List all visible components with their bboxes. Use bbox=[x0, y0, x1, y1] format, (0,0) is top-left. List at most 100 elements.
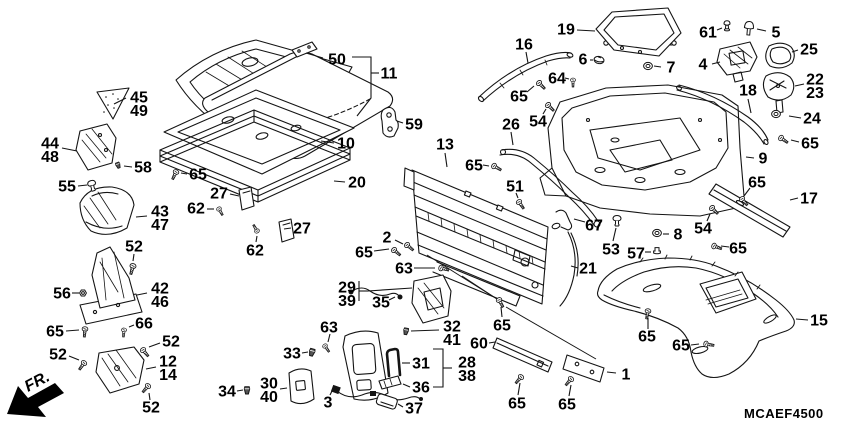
fastener-screw-icon bbox=[81, 326, 89, 338]
part-label-5: 5 bbox=[772, 25, 781, 42]
part-garnish-15 bbox=[596, 254, 795, 379]
part-label-61: 61 bbox=[699, 25, 717, 42]
part-label-52: 52 bbox=[125, 239, 143, 256]
part-label-52: 52 bbox=[162, 334, 180, 351]
fastener-screw-icon bbox=[250, 223, 261, 235]
fastener-screw-icon bbox=[494, 296, 506, 309]
part-label-27: 27 bbox=[293, 221, 311, 238]
part-label-54: 54 bbox=[694, 221, 712, 238]
part-label-10: 10 bbox=[337, 136, 355, 153]
part-label-63: 63 bbox=[395, 261, 413, 278]
fastener-screw-icon bbox=[215, 205, 226, 217]
part-label-65: 65 bbox=[801, 136, 819, 153]
part-lock-22-23 bbox=[762, 72, 795, 114]
part-label-62: 62 bbox=[187, 201, 205, 218]
part-label-59: 59 bbox=[405, 117, 423, 134]
part-label-51: 51 bbox=[506, 179, 524, 196]
part-label-31: 31 bbox=[412, 356, 430, 373]
part-label-65: 65 bbox=[493, 318, 511, 335]
part-label-50: 50 bbox=[328, 52, 346, 69]
part-label-33: 33 bbox=[283, 346, 301, 363]
part-label-63: 63 bbox=[320, 320, 338, 337]
fastener-screw-icon bbox=[513, 373, 526, 386]
part-label-37: 37 bbox=[405, 401, 423, 418]
part-label-17: 17 bbox=[800, 191, 818, 208]
part-pad-30-40 bbox=[288, 368, 315, 405]
part-label-65: 65 bbox=[189, 167, 207, 184]
part-label-20: 20 bbox=[348, 175, 366, 192]
fastener-screw-icon bbox=[534, 78, 548, 92]
part-label-7: 7 bbox=[667, 60, 676, 77]
part-lid-seal-20 bbox=[159, 109, 351, 203]
part-label-27: 27 bbox=[210, 186, 228, 203]
part-label-15: 15 bbox=[810, 313, 828, 330]
part-label-21: 21 bbox=[579, 261, 597, 278]
fastener-donut-icon bbox=[771, 109, 781, 119]
fastener-screw-icon bbox=[140, 382, 153, 395]
part-label-11: 11 bbox=[381, 66, 398, 83]
part-label-18: 18 bbox=[739, 83, 757, 100]
part-hook-67 bbox=[551, 209, 573, 231]
part-label-65: 65 bbox=[748, 175, 766, 192]
fastener-screw-icon bbox=[76, 359, 89, 372]
part-label-8: 8 bbox=[674, 227, 683, 244]
part-label-60: 60 bbox=[470, 336, 488, 353]
part-label-66: 66 bbox=[135, 316, 153, 333]
part-label-65: 65 bbox=[465, 158, 483, 175]
part-label-56: 56 bbox=[53, 286, 71, 303]
part-label-2: 2 bbox=[383, 230, 392, 247]
part-label-65: 65 bbox=[46, 324, 64, 341]
part-label-24: 24 bbox=[803, 111, 821, 128]
part-backing-strip-60 bbox=[492, 337, 553, 373]
part-lid-frame-10 bbox=[163, 89, 355, 175]
part-bracket-44-48 bbox=[75, 123, 117, 171]
part-label-4: 4 bbox=[699, 57, 708, 74]
part-label-9: 9 bbox=[759, 151, 768, 168]
part-label-53: 53 bbox=[602, 242, 620, 259]
part-label-65: 65 bbox=[558, 397, 576, 414]
part-label-6: 6 bbox=[579, 52, 588, 69]
part-label-65: 65 bbox=[638, 329, 656, 346]
fastener-clip-icon bbox=[243, 386, 251, 395]
part-pad-45-49 bbox=[96, 87, 130, 120]
part-tube-31 bbox=[385, 347, 402, 378]
fastener-screw-icon bbox=[563, 375, 576, 388]
part-label-62: 62 bbox=[246, 243, 264, 260]
part-label-52: 52 bbox=[142, 400, 160, 417]
part-speaker-bracket-42-46 bbox=[79, 246, 143, 325]
fastener-grommet-icon bbox=[612, 215, 622, 227]
fastener-nut-icon bbox=[79, 289, 87, 297]
fastener-screw-icon bbox=[710, 242, 723, 252]
part-label-65: 65 bbox=[355, 245, 373, 262]
part-label-58: 58 bbox=[134, 160, 152, 177]
fastener-screw-icon bbox=[570, 77, 576, 88]
fastener-pin-icon bbox=[653, 247, 661, 255]
label-bracket bbox=[433, 348, 444, 388]
part-brace-26 bbox=[499, 148, 601, 228]
part-plate-bracket-1 bbox=[562, 354, 605, 383]
part-tube-36 bbox=[378, 375, 402, 390]
part-bracket-29-39 bbox=[411, 274, 452, 324]
part-speaker-cover-43-47 bbox=[79, 186, 135, 235]
label-bracket bbox=[352, 56, 372, 117]
diagram-code: MCAEF4500 bbox=[744, 406, 824, 421]
part-label-3: 3 bbox=[324, 395, 333, 412]
fastener-knob-icon bbox=[723, 20, 731, 32]
fastener-cap-icon bbox=[592, 55, 606, 65]
part-bracket-12-14 bbox=[95, 346, 145, 394]
fastener-screw-icon bbox=[169, 168, 180, 181]
fastener-screw-icon bbox=[514, 198, 527, 211]
part-label-65: 65 bbox=[672, 338, 690, 355]
part-label-64: 64 bbox=[548, 71, 566, 88]
fastener-donut-icon bbox=[652, 228, 662, 238]
